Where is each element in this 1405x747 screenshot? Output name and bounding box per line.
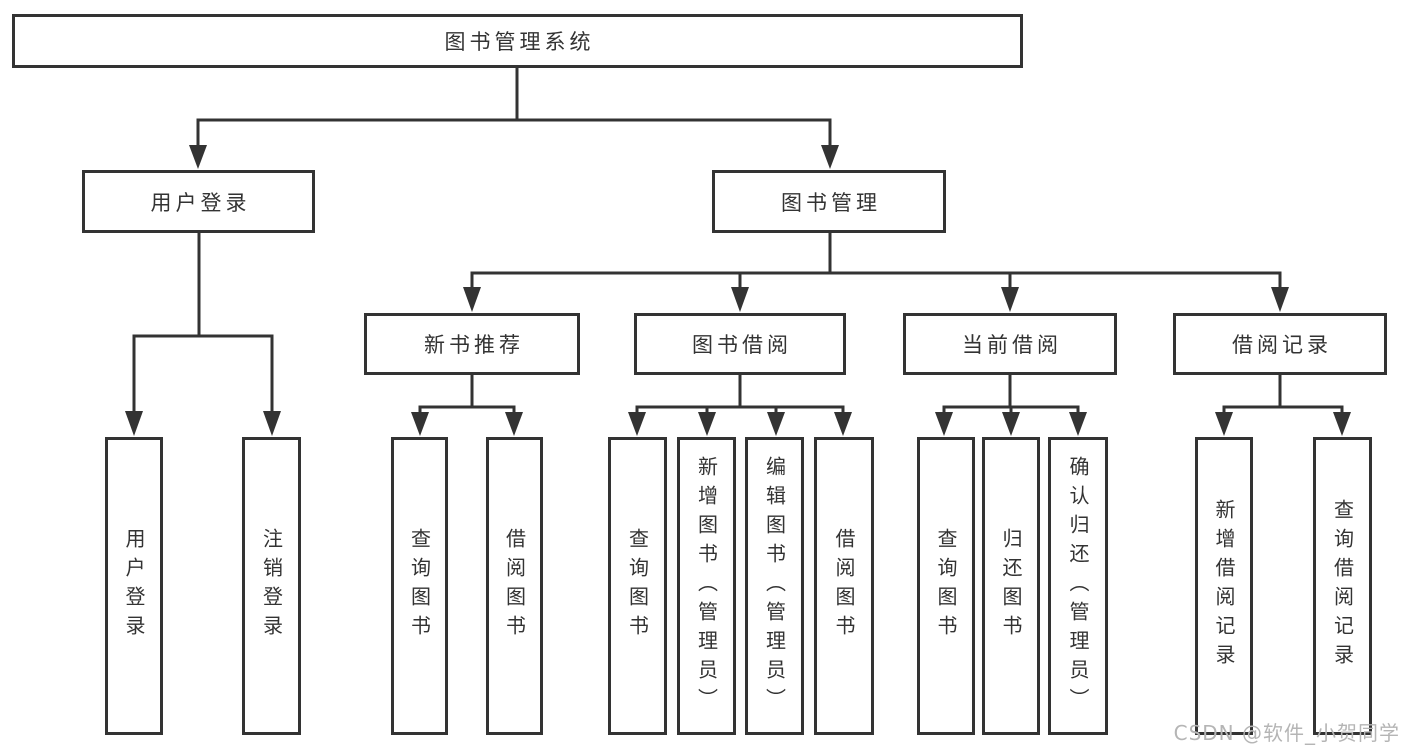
node-current-borrowing: 当前借阅 [903, 313, 1117, 375]
leaf-nb-borrow-books: 借阅图书 [486, 437, 543, 735]
connector-borrow-records-to-leaves [1215, 375, 1351, 436]
node-borrowing-records: 借阅记录 [1173, 313, 1387, 375]
connector-new-book-recommend-to-leaves [411, 375, 523, 436]
leaf-user-login: 用户登录 [105, 437, 163, 735]
leaf-cb-confirm-return-admin: 确认归还（管理员） [1048, 437, 1108, 735]
leaf-br-add-record: 新增借阅记录 [1195, 437, 1253, 735]
node-library-system: 图书管理系统 [12, 14, 1023, 68]
node-book-borrowing: 图书借阅 [634, 313, 846, 375]
connector-book-management-to-level3 [463, 233, 1289, 312]
leaf-br-query-record: 查询借阅记录 [1313, 437, 1372, 735]
leaf-bb-add-book-admin: 新增图书（管理员） [677, 437, 736, 735]
node-book-management: 图书管理 [712, 170, 946, 233]
watermark: CSDN @软件_小贺同学 [1173, 721, 1400, 745]
leaf-cb-query-books: 查询图书 [917, 437, 975, 735]
connector-root-to-level2 [189, 68, 839, 169]
leaf-cb-return-books: 归还图书 [982, 437, 1040, 735]
connector-user-login-to-leaves [125, 233, 281, 436]
node-new-book-recommend: 新书推荐 [364, 313, 580, 375]
node-user-login: 用户登录 [82, 170, 315, 233]
leaf-bb-borrow-books: 借阅图书 [814, 437, 874, 735]
leaf-nb-query-books: 查询图书 [391, 437, 448, 735]
connector-book-borrow-to-leaves [628, 375, 852, 436]
leaf-bb-edit-book-admin: 编辑图书（管理员） [745, 437, 804, 735]
leaf-logout: 注销登录 [242, 437, 301, 735]
leaf-bb-query-books: 查询图书 [608, 437, 667, 735]
connector-current-borrow-to-leaves [935, 375, 1087, 436]
